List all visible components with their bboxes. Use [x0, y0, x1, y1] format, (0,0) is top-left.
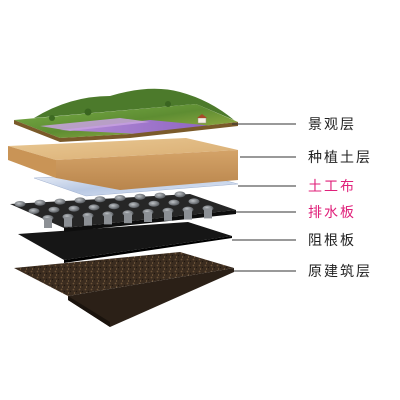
layer-root-barrier [18, 222, 232, 263]
drainage-cup [74, 197, 86, 204]
drainage-cup [94, 196, 106, 203]
drainage-board-cups [14, 191, 214, 228]
layer-label: 种植土层 [308, 150, 372, 166]
drainage-cup [148, 200, 160, 207]
drainage-cup [34, 199, 46, 206]
layer-base-building-front [68, 268, 234, 327]
layer-root-barrier-edge [64, 236, 232, 263]
drainage-cup-leg [124, 213, 132, 224]
layer-root-barrier-top [18, 222, 232, 260]
drainage-cup-leg [144, 212, 152, 222]
drainage-cup [88, 204, 100, 211]
drainage-cup [114, 195, 126, 201]
drainage-cup-leg [64, 216, 72, 227]
layer-base-building-shadow [68, 296, 110, 327]
drainage-cup-leg [184, 209, 192, 220]
drainage-cup [168, 199, 180, 206]
landscape-hill [34, 88, 234, 120]
landscape-house-roof [197, 114, 207, 118]
layer-planting-soil-left [8, 146, 56, 178]
landscape-lavender-strip [40, 118, 150, 131]
drainage-cup [54, 198, 66, 205]
drainage-cup-leg [164, 210, 172, 221]
landscape-tree [165, 101, 171, 107]
layer-base-building [14, 252, 234, 327]
layer-label: 原建筑层 [308, 264, 372, 280]
landscape-tree [84, 108, 92, 116]
drainage-cup [48, 206, 60, 213]
layer-label: 景观层 [308, 117, 356, 133]
layer-label: 土工布 [308, 179, 356, 195]
drainage-cup [28, 208, 40, 214]
landscape-rim [14, 120, 238, 142]
layer-planting-soil [8, 138, 238, 190]
drainage-cup-leg [44, 218, 52, 228]
layer-base-building-top [14, 252, 234, 296]
drainage-cup-leg [104, 214, 112, 225]
drainage-cup [68, 205, 80, 212]
drainage-cup-leg [204, 208, 212, 219]
landscape-tree [49, 115, 55, 121]
layer-landscape [14, 88, 238, 142]
drainage-cup [188, 198, 200, 205]
layer-planting-soil-front [56, 150, 238, 190]
landscape-lavender-field [60, 120, 214, 134]
layer-label: 阻根板 [308, 233, 356, 249]
drainage-cup [108, 203, 120, 210]
landscape-house-icon [197, 117, 207, 124]
drainage-cup [174, 191, 186, 198]
drainage-cup [154, 192, 166, 199]
layer-label: 排水板 [308, 205, 356, 221]
drainage-cup-leg [84, 215, 92, 226]
layer-drainage-board [10, 191, 236, 232]
drainage-cup [14, 201, 26, 207]
layer-planting-soil-top [8, 138, 238, 160]
drainage-cup [134, 193, 146, 200]
drainage-cup [128, 202, 140, 208]
